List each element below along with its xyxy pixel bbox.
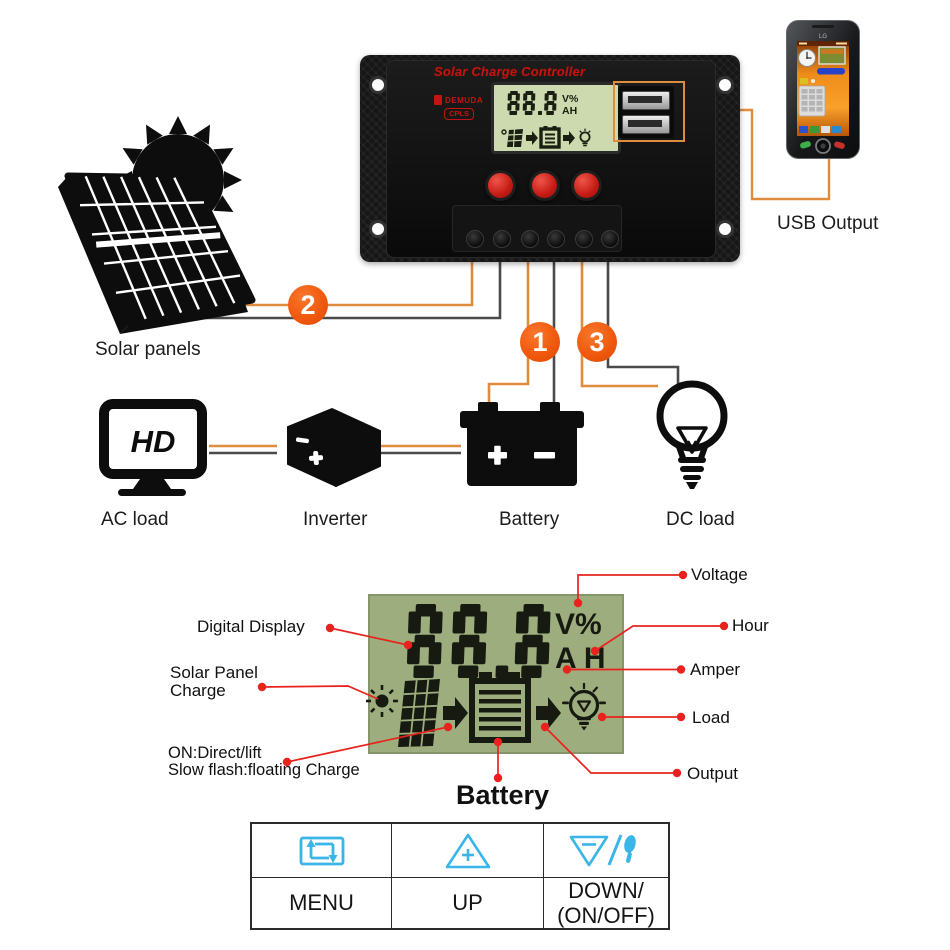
controller-lcd-digits <box>507 91 557 115</box>
mount-hole <box>716 76 734 94</box>
callout-battery: Battery <box>456 780 550 810</box>
brand-logo-icon <box>434 95 442 105</box>
brand-text: DEMUDA <box>445 95 484 105</box>
up-label: UP <box>452 890 483 916</box>
inverter-icon <box>287 408 381 487</box>
callout-output: Output <box>687 764 739 783</box>
label-inverter: Inverter <box>303 509 368 530</box>
callout-digital-display: Digital Display <box>197 617 305 636</box>
controller-button-3 <box>571 170 602 201</box>
terminal-screw <box>493 230 511 248</box>
label-dc-load: DC load <box>666 509 735 530</box>
phone-keypad-widget <box>798 85 826 117</box>
lcd-solar-panel-icon <box>398 679 440 747</box>
label-ac-load: AC load <box>101 509 169 530</box>
phone-speaker <box>812 25 834 28</box>
up-icon-cell <box>392 824 544 878</box>
lcd-charge-arrow-icon <box>443 697 468 729</box>
phone-clock-widget <box>798 49 816 67</box>
lcd-unit-volt-percent: V% <box>555 608 602 641</box>
controller-lcd-unit-top: V% <box>562 93 579 105</box>
lcd-battery-icon <box>469 672 531 743</box>
phone-buttons <box>800 138 845 154</box>
menu-label: MENU <box>289 890 354 916</box>
load-negative-wire <box>606 260 680 388</box>
battery-icon <box>460 402 584 486</box>
callout-load: Load <box>692 708 730 727</box>
ac-load-icon: HD <box>99 399 207 496</box>
controller-lcd-icons <box>501 126 591 149</box>
terminal-screw <box>601 230 619 248</box>
phone-dock-icons <box>799 126 841 133</box>
lcd-sun-icon <box>366 685 398 717</box>
down-label-line2: (ON/OFF) <box>557 903 655 929</box>
phone-logo: LG <box>819 34 827 40</box>
terminal-screw <box>521 230 539 248</box>
solar-positive-wire <box>210 260 474 307</box>
menu-icon-cell <box>252 824 392 878</box>
terminal-screw <box>547 230 565 248</box>
usb-ports <box>618 86 674 138</box>
down-icon-cell <box>544 824 668 878</box>
callout-on-direct: ON:Direct/lift Slow flash:floating Charg… <box>168 744 360 780</box>
wire-tag-3: 3 <box>577 322 617 362</box>
label-battery: Battery <box>499 509 560 530</box>
dc-load-icon <box>656 380 728 489</box>
terminal-screw <box>575 230 593 248</box>
controller-lcd-unit-bottom: AH <box>562 105 577 117</box>
usb-highlight-box <box>613 81 685 142</box>
solar-panel-icon <box>58 116 256 334</box>
callout-voltage: Voltage <box>691 565 748 584</box>
controller-lcd: V% AH <box>491 82 621 154</box>
menu-loop-icon <box>299 836 344 865</box>
usb-port-icon <box>622 90 670 110</box>
label-usb-output: USB Output <box>777 213 879 234</box>
controller-button-2 <box>529 170 560 201</box>
button-function-table: MENU UP DOWN/ (ON/OFF) <box>250 822 670 930</box>
down-minus-onoff-icon <box>569 833 636 866</box>
up-label-cell: UP <box>392 878 544 929</box>
label-solar-panels: Solar panels <box>95 339 201 360</box>
down-label-cell: DOWN/ (ON/OFF) <box>544 878 668 929</box>
controller-title: Solar Charge Controller <box>434 64 586 79</box>
solar-negative-wire <box>195 260 502 320</box>
callout-solar-panel-charge: Solar Panel Charge <box>170 663 258 700</box>
lcd-output-arrow-icon <box>536 697 561 729</box>
mount-hole <box>369 220 387 238</box>
mount-hole <box>716 220 734 238</box>
controller-button-1 <box>485 170 516 201</box>
controller-brand: DEMUDA <box>434 95 483 105</box>
up-plus-icon <box>445 833 490 868</box>
controller-badge: CPLS <box>444 108 475 120</box>
solar-charge-controller: Solar Charge Controller DEMUDA CPLS V% A… <box>360 55 740 262</box>
phone-banner <box>817 68 845 75</box>
callout-amper: Amper <box>690 660 741 679</box>
lcd-diagram: V% A H <box>366 594 624 754</box>
terminal-screw <box>466 230 484 248</box>
wire-tag-2: 2 <box>288 285 328 325</box>
lcd-digits <box>406 604 551 678</box>
callout-hour: Hour <box>732 616 769 635</box>
menu-label-cell: MENU <box>252 878 392 929</box>
terminal-block <box>452 205 622 252</box>
hd-text: HD <box>131 424 176 459</box>
lcd-load-bulb-icon <box>562 683 606 731</box>
wire-tag-1: 1 <box>520 322 560 362</box>
usb-port-icon <box>622 114 670 134</box>
lcd-unit-amp-hour: A H <box>555 642 606 675</box>
down-label-line1: DOWN/ <box>568 878 644 903</box>
phone: LG <box>786 20 860 159</box>
mount-hole <box>369 76 387 94</box>
